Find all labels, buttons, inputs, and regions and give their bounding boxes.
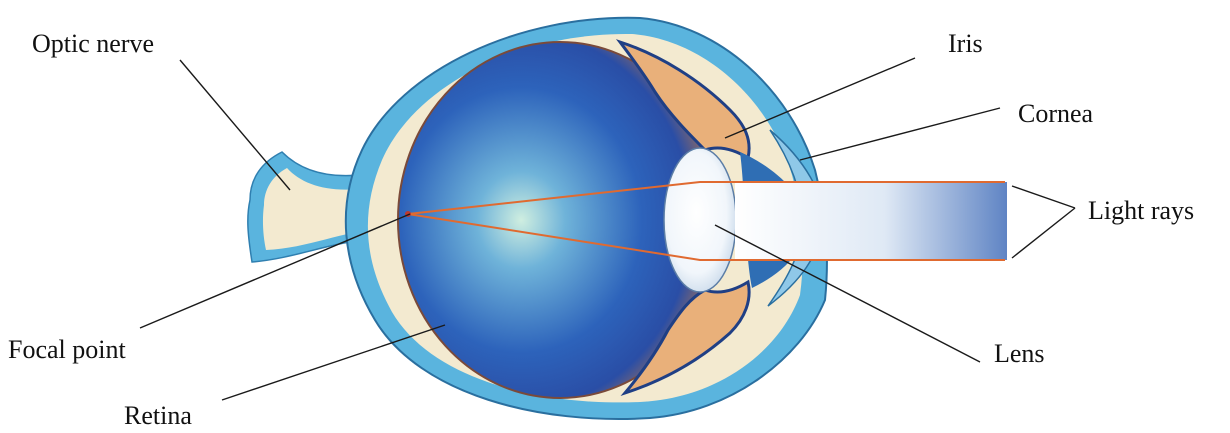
label-light-rays: Light rays: [1088, 196, 1194, 225]
leader-light-rays-lower: [1012, 208, 1075, 258]
leader-cornea: [800, 108, 1000, 160]
label-retina: Retina: [124, 401, 192, 430]
label-optic-nerve: Optic nerve: [32, 29, 154, 58]
leader-optic-nerve: [180, 60, 290, 190]
lens-shape: [664, 148, 736, 292]
label-lens: Lens: [994, 339, 1045, 368]
leader-light-rays-upper: [1012, 186, 1075, 208]
leader-retina: [222, 325, 445, 400]
light-beam: [735, 182, 1007, 260]
label-focal-point: Focal point: [8, 335, 126, 364]
label-iris: Iris: [948, 29, 983, 58]
label-cornea: Cornea: [1018, 99, 1094, 128]
